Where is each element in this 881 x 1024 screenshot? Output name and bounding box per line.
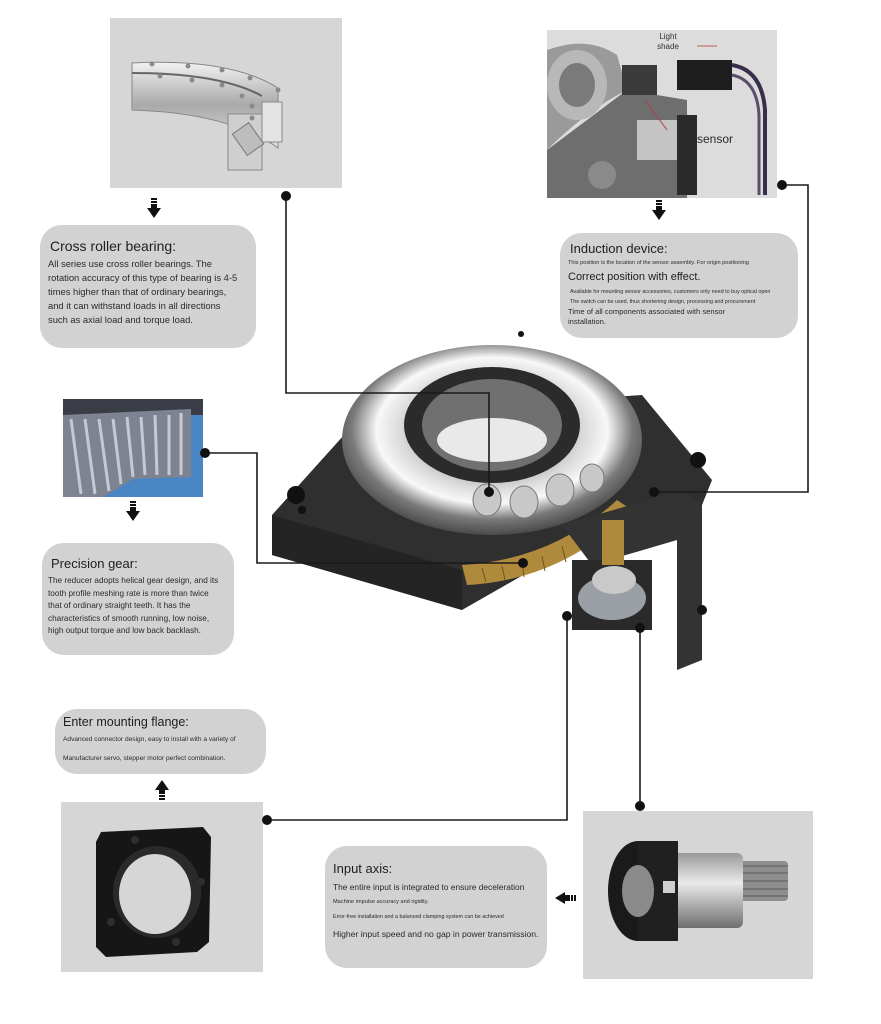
helical-gear-icon	[63, 399, 203, 497]
card-title: Cross roller bearing:	[50, 238, 177, 254]
card-text: The switch can be used, thus shortening …	[570, 299, 756, 305]
card-title: Precision gear:	[51, 556, 138, 571]
mounting-flange-photo	[61, 802, 263, 972]
card-text: tooth profile meshing rate is more than …	[48, 588, 209, 598]
cross-roller-bearing-card: Cross roller bearing: All series use cro…	[40, 225, 256, 348]
precision-gear-card: Precision gear: The reducer adopts helic…	[42, 543, 234, 655]
card-text: Higher input speed and no gap in power t…	[333, 929, 539, 939]
flange-plate-icon	[96, 827, 211, 957]
card-text: such as axial load and torque load.	[48, 314, 193, 325]
induction-anchor-dot	[777, 180, 787, 190]
card-text: Available for mounting sensor accessorie…	[570, 289, 771, 295]
card-text: The entire input is integrated to ensure…	[333, 882, 525, 892]
card-text: Manufacturer servo, stepper motor perfec…	[63, 755, 226, 762]
precision-gear-photo	[63, 399, 203, 497]
flange-anchor-dot	[262, 815, 272, 825]
card-text: Error-free installation and a balanced c…	[333, 914, 504, 920]
card-text: rotation accuracy of this type of bearin…	[48, 272, 238, 283]
card-title: Input axis:	[333, 861, 393, 876]
input-axis-photo	[583, 811, 813, 979]
card-text: times higher than that of ordinary beari…	[48, 286, 227, 297]
sensor-label: sensor	[697, 132, 734, 146]
card-text: Time of all components associated with s…	[568, 307, 726, 316]
mounting-flange-card: Enter mounting flange: Advanced connecto…	[55, 709, 266, 774]
cross-roller-bearing-photo	[110, 18, 342, 188]
input-shaft-icon	[608, 841, 788, 941]
bearing-ring-icon	[131, 61, 283, 171]
slewing-drive-icon	[272, 345, 712, 670]
arrow-down-icon	[652, 200, 666, 220]
reducer-assembly-render	[262, 330, 732, 675]
card-text: high output torque and low back backlash…	[48, 626, 201, 635]
card-subtitle: Correct position with effect.	[568, 271, 701, 283]
card-text: The reducer adopts helical gear design, …	[48, 576, 219, 585]
card-text: This position is the location of the sen…	[568, 260, 749, 266]
card-title: Enter mounting flange:	[63, 715, 189, 729]
induction-device-photo: Light shade sensor	[547, 30, 777, 198]
arrow-down-icon	[126, 501, 140, 521]
card-text: and it can withstand loads in all direct…	[48, 300, 221, 311]
card-title: Induction device:	[570, 241, 668, 256]
card-text: Machine impulse accuracy and rigidity.	[333, 899, 429, 905]
sensor-assembly-icon	[547, 43, 767, 198]
card-text: All series use cross roller bearings. Th…	[48, 258, 212, 269]
light-shade-label: Light shade	[657, 32, 679, 51]
bearing-anchor-dot	[281, 191, 291, 201]
arrow-left-icon	[555, 892, 576, 904]
card-text: that of ordinary straight teeth. It has …	[48, 601, 191, 610]
card-text: Advanced connector design, easy to insta…	[63, 736, 236, 743]
input-axis-card: Input axis: The entire input is integrat…	[325, 846, 547, 968]
card-text: characteristics of smooth running, low n…	[48, 613, 210, 623]
arrow-down-icon	[147, 198, 161, 218]
arrow-up-icon	[155, 780, 169, 800]
input-axis-anchor-dot	[635, 801, 645, 811]
induction-device-card: Induction device: This position is the l…	[560, 233, 798, 338]
card-text: installation.	[568, 317, 606, 326]
